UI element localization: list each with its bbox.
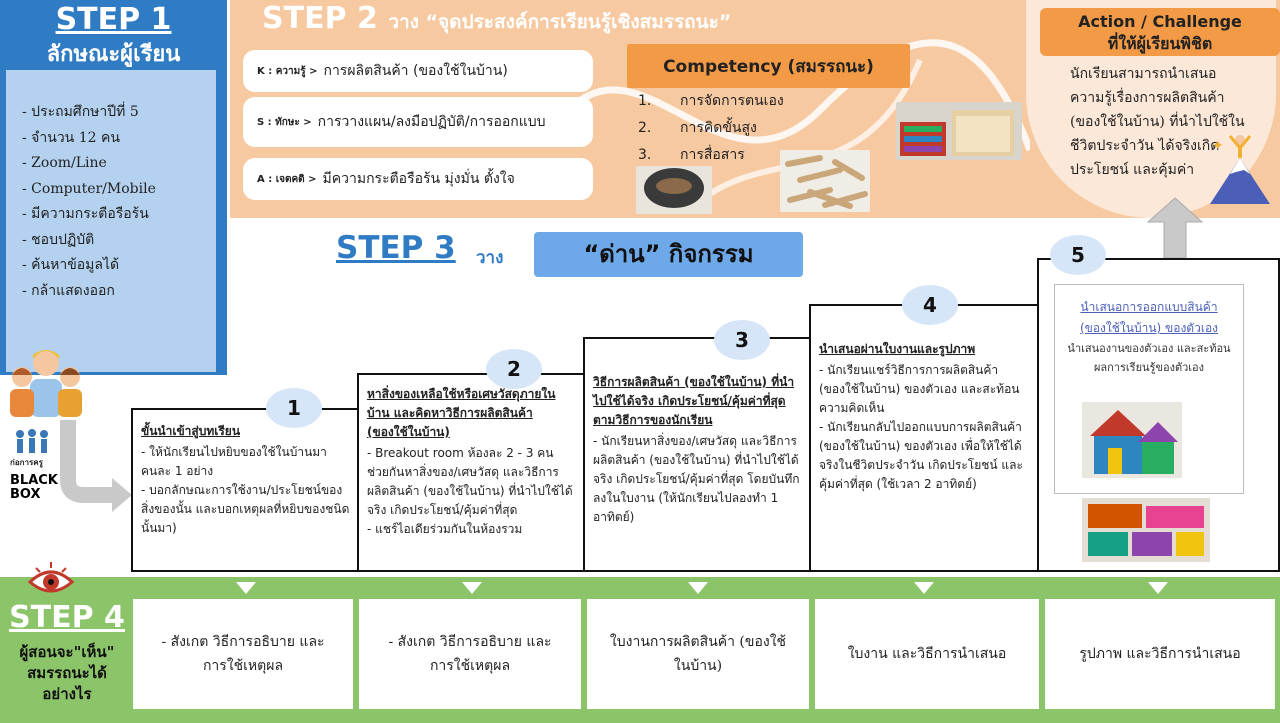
list-item: - ชอบปฏิบัติ xyxy=(22,231,95,248)
step3-activity-box: “ด่าน” กิจกรรม xyxy=(534,232,803,277)
evidence-card-5: รูปภาพ และวิธีการนำเสนอ xyxy=(1045,599,1275,709)
stage-1-box: ขั้นนำเข้าสู่บทเรียน - ให้นักเรียนไปหยิบ… xyxy=(131,408,361,572)
list-item: - แชร์ไอเดียร่วมกันในห้องรวม xyxy=(367,522,523,536)
list-item: - ประถมศึกษาปีที่ 5 xyxy=(22,104,139,120)
arrow-down-icon xyxy=(462,582,482,594)
knowledge-tag: K : ความรู้ > xyxy=(257,65,318,77)
stage-5-number: 5 xyxy=(1050,235,1106,275)
group-logo-icon xyxy=(16,429,48,453)
step2-title: STEP 2 วาง “จุดประสงค์การเรียนรู้เชิงสมร… xyxy=(262,0,731,41)
action-challenge-text: นักเรียนสามารถนำเสนอความรู้เรื่องการผลิต… xyxy=(1070,66,1245,178)
stage-2-number: 2 xyxy=(486,349,542,389)
list-item: - จำนวน 12 คน xyxy=(22,129,120,146)
svg-text:✦: ✦ xyxy=(1212,138,1224,154)
step4-subtitle: ผู้สอนจะ"เห็น" สมรรถนะได้อย่างไร xyxy=(19,643,115,703)
evidence-card-1: - สังเกต วิธีการอธิบาย และการใช้เหตุผล xyxy=(133,599,353,709)
action-title: Action / Challenge xyxy=(1078,12,1242,31)
attitude-objective: A : เจตคติ > มีความกระตือรือร้น มุ่งมั่น… xyxy=(243,158,593,200)
mountain-winner-icon: ✦ xyxy=(1210,135,1270,204)
list-item: - บอกลักษณะการใช้งาน/ประโยชน์ของสิ่งของน… xyxy=(141,483,350,535)
stage-3-number: 3 xyxy=(714,320,770,360)
knowledge-objective: K : ความรู้ > การผลิตสินค้า (ของใช้ในบ้า… xyxy=(243,50,593,92)
list-item: - Computer/Mobile xyxy=(22,180,156,197)
step2-title-text: STEP 2 xyxy=(262,1,378,36)
stage-5-text: นำเสนองานของตัวเอง และสะท้อนผลการเรียนรู… xyxy=(1067,342,1231,374)
step1-subtitle: ลักษณะผู้เรียน xyxy=(46,42,181,67)
learner-profile-list: - ประถมศึกษาปีที่ 5 - จำนวน 12 คน - Zoom… xyxy=(22,100,216,304)
evidence-card-2: - สังเกต วิธีการอธิบาย และการใช้เหตุผล xyxy=(359,599,581,709)
competency-header: Competency (สมรรถนะ) xyxy=(627,44,910,88)
step4-title: STEP 4 xyxy=(9,600,125,635)
stage-1-head: ขั้นนำเข้าสู่บทเรียน xyxy=(141,424,241,438)
list-item: - Breakout room ห้องละ 2 - 3 คน ช่วยกันห… xyxy=(367,446,573,517)
step1-title: STEP 1 xyxy=(55,2,172,37)
list-item: - ให้นักเรียนไปหยิบของใช้ในบ้านมาคนละ 1 … xyxy=(141,445,327,478)
list-item: - นักเรียนกลับไปออกแบบการผลิตสินค้า (ของ… xyxy=(819,420,1023,491)
stage-3-head: วิธีการผลิตสินค้า (ของใช้ในบ้าน) ที่นำไป… xyxy=(593,375,795,427)
pot-photo-icon xyxy=(636,166,712,214)
attitude-tag: A : เจตคติ > xyxy=(257,173,317,185)
colorful-craft-photo-icon xyxy=(1082,498,1210,562)
stage-3-box: วิธีการผลิตสินค้า (ของใช้ในบ้าน) ที่นำไป… xyxy=(583,337,813,572)
stage-2-head: หาสิ่งของเหลือใช้หรือเศษวัสดุภายในบ้าน แ… xyxy=(367,387,556,439)
skill-text: การวางแผน/ลงมือปฏิบัติ/การออกแบบ xyxy=(317,114,546,130)
eye-icon xyxy=(27,562,75,593)
learner-profile-box: - ประถมศึกษาปีที่ 5 - จำนวน 12 คน - Zoom… xyxy=(6,70,216,372)
stage-1-number: 1 xyxy=(266,388,322,428)
arrow-down-icon xyxy=(914,582,934,594)
brand-logo: BLACK BOX xyxy=(10,473,58,502)
list-item: - มีความกระตือรือร้น xyxy=(22,206,149,222)
house-craft-photo-icon xyxy=(1082,402,1182,478)
stage-5-head: นำเสนอการออกแบบสินค้า (ของใช้ในบ้าน) ของ… xyxy=(1079,300,1219,335)
group-logo-label: ก่อการครู xyxy=(10,458,43,467)
evidence-card-4: ใบงาน และวิธีการนำเสนอ xyxy=(815,599,1039,709)
arrow-to-stage1-icon xyxy=(60,420,132,512)
skill-objective: S : ทักษะ > การวางแผน/ลงมือปฏิบัติ/การออ… xyxy=(243,97,593,147)
step2-subtitle: วาง “จุดประสงค์การเรียนรู้เชิงสมรรถนะ” xyxy=(388,11,732,33)
list-item: - ค้นหาข้อมูลได้ xyxy=(22,257,120,273)
learners-illustration-icon xyxy=(10,350,82,417)
arrow-up-icon xyxy=(1146,197,1204,259)
list-item: 2.การคิดขั้นสูง xyxy=(638,120,757,136)
list-item: - กล้าแสดงออก xyxy=(22,282,115,299)
competency-list: 1.การจัดการตนเอง 2.การคิดขั้นสูง 3.การสื… xyxy=(638,88,784,169)
stage-4-number: 4 xyxy=(902,285,958,325)
wood-sticks-photo-icon xyxy=(780,150,870,212)
list-item: 1.การจัดการตนเอง xyxy=(638,93,784,109)
knowledge-text: การผลิตสินค้า (ของใช้ในบ้าน) xyxy=(323,63,508,79)
stage-4-head: นำเสนอผ่านใบงานและรูปภาพ xyxy=(819,342,976,356)
action-subtitle: ที่ให้ผู้เรียนพิชิต xyxy=(1107,34,1213,53)
step3-title: STEP 3 xyxy=(336,230,456,266)
evidence-card-3: ใบงานการผลิตสินค้า (ของใช้ในบ้าน) xyxy=(587,599,809,709)
action-challenge-header: Action / Challenge ที่ให้ผู้เรียนพิชิต xyxy=(1040,8,1280,56)
craft-boxes-photo-icon xyxy=(896,102,1022,160)
stage-4-box: นำเสนอผ่านใบงานและรูปภาพ - นักเรียนแชร์ว… xyxy=(809,304,1041,572)
arrow-down-icon xyxy=(1148,582,1168,594)
list-item: - นักเรียนหาสิ่งของ/เศษวัสดุ และวิธีการผ… xyxy=(593,434,800,524)
list-item: 3.การสื่อสาร xyxy=(638,147,745,163)
arrow-down-icon xyxy=(688,582,708,594)
stage-2-box: หาสิ่งของเหลือใช้หรือเศษวัสดุภายในบ้าน แ… xyxy=(357,373,587,572)
arrow-down-icon xyxy=(236,582,256,594)
skill-tag: S : ทักษะ > xyxy=(257,116,312,128)
list-item: - Zoom/Line xyxy=(22,155,107,171)
step3-title-suffix: วาง xyxy=(476,248,504,268)
attitude-text: มีความกระตือรือร้น มุ่งมั่น ตั้งใจ xyxy=(322,171,515,187)
list-item: - นักเรียนแชร์วิธีการการผลิตสินค้า (ของใ… xyxy=(819,363,1020,415)
